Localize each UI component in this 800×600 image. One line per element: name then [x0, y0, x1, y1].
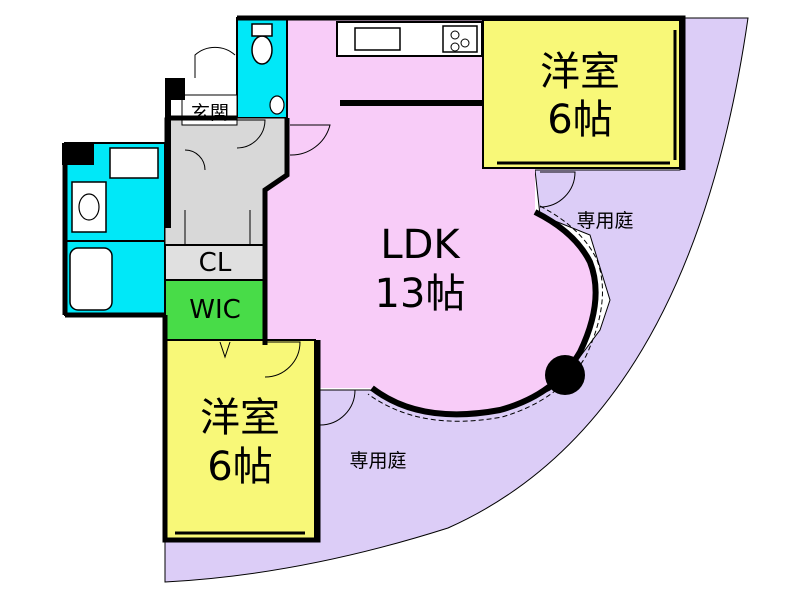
toilet-basin — [269, 95, 285, 115]
wic-area — [164, 279, 266, 341]
toilet-tank — [251, 23, 273, 37]
wall-block — [62, 143, 94, 165]
kitchen-counter — [336, 21, 483, 57]
vanity-bowl — [78, 193, 100, 221]
entrance-label: 玄関 — [190, 102, 229, 124]
washing-machine — [109, 147, 159, 179]
kitchen-partition — [340, 100, 483, 106]
western-room-2-size: 6帖 — [207, 444, 273, 490]
door-swings — [184, 46, 576, 426]
stove — [442, 25, 478, 53]
toilet-bowl — [251, 35, 273, 65]
column — [545, 355, 585, 395]
stove-burner — [460, 38, 470, 48]
closet-label: CL — [198, 248, 232, 278]
stove-burner — [450, 42, 460, 52]
western-room-1 — [482, 19, 681, 169]
ldk-size: 13帖 — [374, 271, 466, 317]
bathtub — [69, 247, 113, 311]
garden-label-2: 専用庭 — [349, 450, 407, 472]
bay-window-frame — [367, 205, 603, 422]
stove-burner — [450, 30, 460, 40]
western-room-1-size: 6帖 — [547, 97, 613, 143]
wall-block — [165, 78, 171, 228]
ldk-name: LDK — [380, 222, 460, 268]
garden-label-1: 専用庭 — [576, 210, 634, 232]
ldk-area — [265, 20, 596, 415]
western-room-2 — [164, 339, 316, 541]
kitchen-sink — [354, 27, 401, 51]
western-room-1-name: 洋室 — [540, 49, 620, 95]
western-room-2-name: 洋室 — [200, 395, 280, 441]
wic-label: WIC — [189, 295, 241, 325]
closet-area — [164, 244, 266, 281]
